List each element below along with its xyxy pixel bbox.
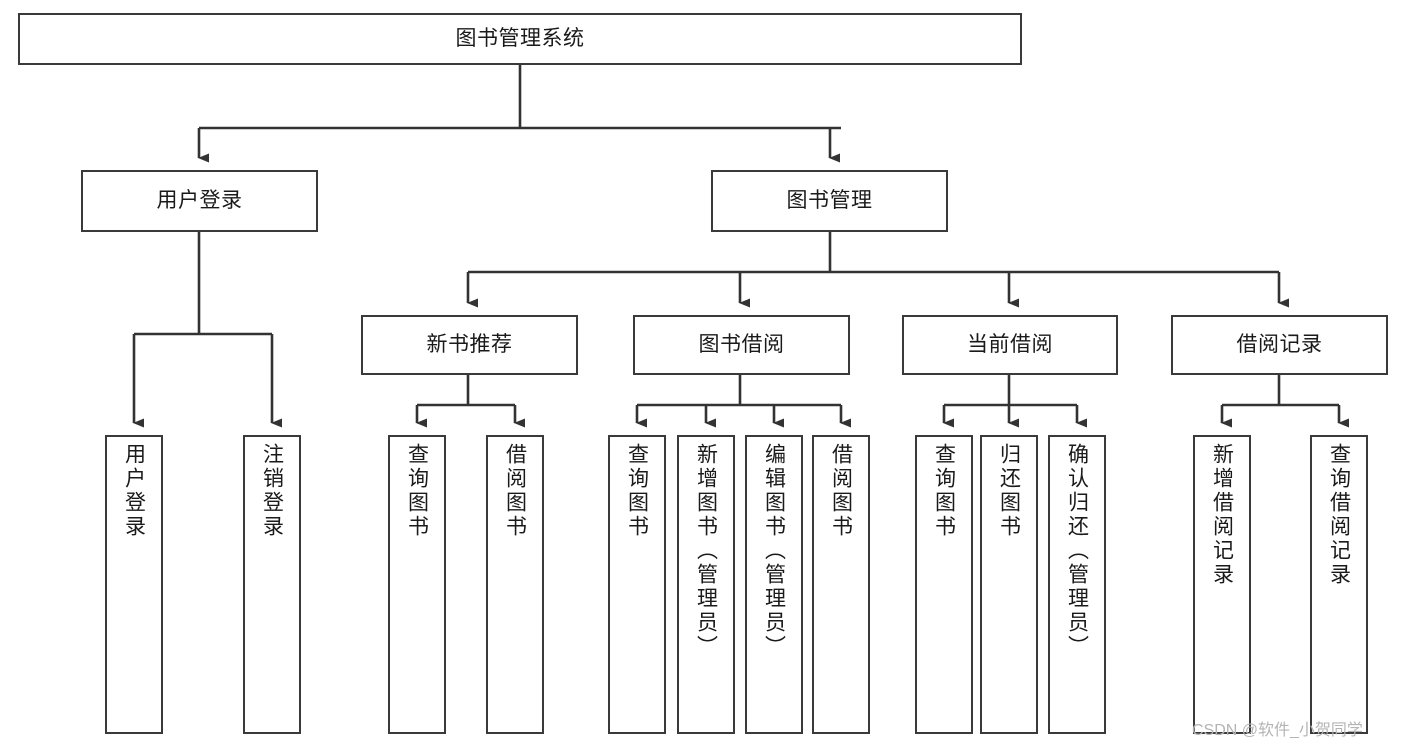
node-user-login[interactable]: 用户登录 (81, 170, 318, 232)
node-leaf-borrow-book-rec[interactable]: 借阅图书 (486, 435, 544, 734)
node-leaf-user-login-label: 用户登录 (122, 443, 146, 539)
node-leaf-add-record[interactable]: 新增借阅记录 (1193, 435, 1251, 734)
node-leaf-return-book-label: 归还图书 (997, 443, 1021, 539)
node-root[interactable]: 图书管理系统 (18, 13, 1022, 65)
node-book-borrow-label: 图书借阅 (698, 333, 785, 357)
node-leaf-query-book-cb[interactable]: 查询图书 (915, 435, 973, 734)
node-leaf-query-record-label: 查询借阅记录 (1327, 443, 1351, 587)
node-leaf-query-book-rec[interactable]: 查询图书 (388, 435, 446, 734)
node-leaf-borrow-book-bb[interactable]: 借阅图书 (812, 435, 870, 734)
node-leaf-query-book-rec-label: 查询图书 (405, 443, 429, 539)
node-borrow-record-label: 借阅记录 (1236, 333, 1323, 357)
node-current-borrow[interactable]: 当前借阅 (902, 315, 1118, 375)
node-leaf-edit-book-label: 编辑图书（管理员） (762, 443, 786, 659)
node-leaf-logout-label: 注销登录 (260, 443, 284, 539)
node-user-login-label: 用户登录 (156, 189, 243, 213)
node-leaf-add-record-label: 新增借阅记录 (1210, 443, 1234, 587)
node-leaf-user-login[interactable]: 用户登录 (105, 435, 163, 734)
connectors (132, 65, 1349, 428)
node-leaf-borrow-book-bb-label: 借阅图书 (829, 443, 853, 539)
node-book-borrow[interactable]: 图书借阅 (633, 315, 850, 375)
node-new-book-rec[interactable]: 新书推荐 (361, 315, 578, 375)
node-leaf-add-book[interactable]: 新增图书（管理员） (677, 435, 735, 734)
node-leaf-query-record[interactable]: 查询借阅记录 (1310, 435, 1368, 734)
node-leaf-confirm-return-label: 确认归还（管理员） (1065, 443, 1089, 659)
node-book-manage[interactable]: 图书管理 (711, 170, 948, 232)
node-leaf-confirm-return[interactable]: 确认归还（管理员） (1048, 435, 1106, 734)
node-leaf-add-book-label: 新增图书（管理员） (694, 443, 718, 659)
node-leaf-return-book[interactable]: 归还图书 (980, 435, 1038, 734)
node-current-borrow-label: 当前借阅 (967, 333, 1053, 357)
node-leaf-logout[interactable]: 注销登录 (243, 435, 301, 734)
node-book-manage-label: 图书管理 (786, 189, 873, 213)
node-leaf-borrow-book-rec-label: 借阅图书 (503, 443, 527, 539)
node-new-book-rec-label: 新书推荐 (426, 333, 513, 357)
node-leaf-edit-book[interactable]: 编辑图书（管理员） (745, 435, 803, 734)
node-leaf-query-book-cb-label: 查询图书 (932, 443, 956, 539)
node-leaf-query-book-bb-label: 查询图书 (625, 443, 649, 539)
node-leaf-query-book-bb[interactable]: 查询图书 (608, 435, 666, 734)
node-borrow-record[interactable]: 借阅记录 (1171, 315, 1388, 375)
node-root-label: 图书管理系统 (455, 27, 585, 51)
